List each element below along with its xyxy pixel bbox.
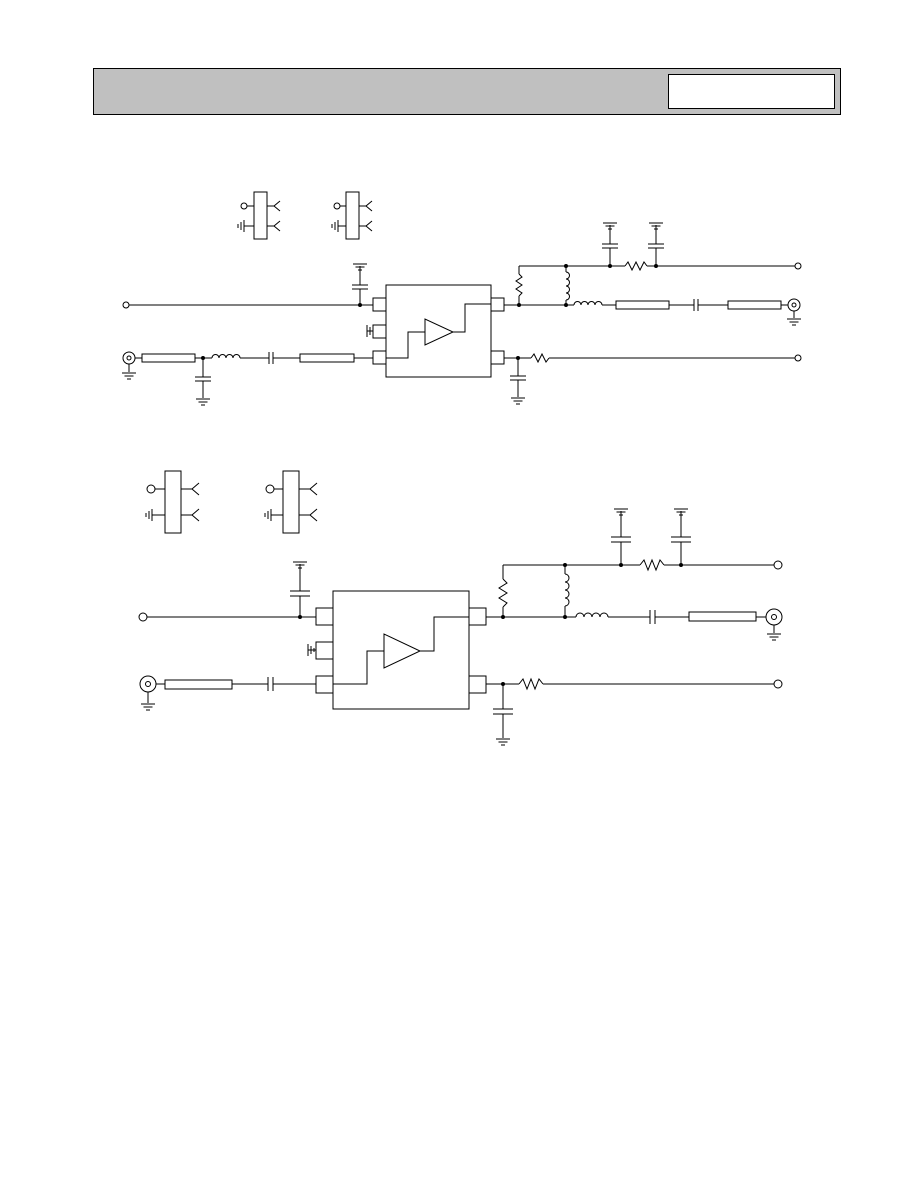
connector-symbol-b xyxy=(331,191,373,240)
amplifier-triangle xyxy=(424,318,455,346)
inductor xyxy=(573,301,603,306)
ic-pin xyxy=(372,324,387,339)
resistor xyxy=(639,558,665,572)
transmission-line xyxy=(727,300,782,310)
transmission-line xyxy=(615,300,670,310)
ic-pin xyxy=(468,607,487,626)
resistor xyxy=(515,273,523,297)
terminal xyxy=(794,262,802,270)
inductor xyxy=(575,612,609,618)
terminal xyxy=(122,301,130,309)
ic-pin xyxy=(468,675,487,694)
connector-symbol-c xyxy=(145,470,200,534)
transmission-line xyxy=(688,611,757,622)
terminal xyxy=(794,354,802,362)
amplifier-ic xyxy=(332,590,470,710)
resistor xyxy=(518,677,544,691)
header-box xyxy=(668,74,835,109)
resistor xyxy=(498,578,508,608)
resistor xyxy=(624,260,648,272)
inductor xyxy=(564,573,570,607)
resistor xyxy=(530,352,550,364)
ic-pin xyxy=(490,297,505,312)
lower-circuit xyxy=(138,470,783,746)
connector-symbol-a xyxy=(237,191,281,240)
connector-symbol-d xyxy=(264,470,318,534)
terminal xyxy=(138,612,148,622)
transmission-line xyxy=(141,353,196,363)
upper-circuit xyxy=(121,191,802,406)
inductor xyxy=(565,271,570,301)
ic-pin xyxy=(315,675,334,694)
ic-pin xyxy=(372,350,387,365)
ic-pin xyxy=(490,350,505,365)
amplifier-triangle xyxy=(383,633,422,669)
terminal xyxy=(773,679,783,689)
ic-pin xyxy=(315,641,334,660)
transmission-line xyxy=(299,353,355,363)
ic-pin xyxy=(315,607,334,626)
ic-pin xyxy=(372,297,387,312)
transmission-line xyxy=(164,679,233,690)
amplifier-ic xyxy=(385,284,492,378)
terminal xyxy=(773,560,783,570)
header-bar xyxy=(93,68,841,115)
inductor xyxy=(211,354,241,359)
